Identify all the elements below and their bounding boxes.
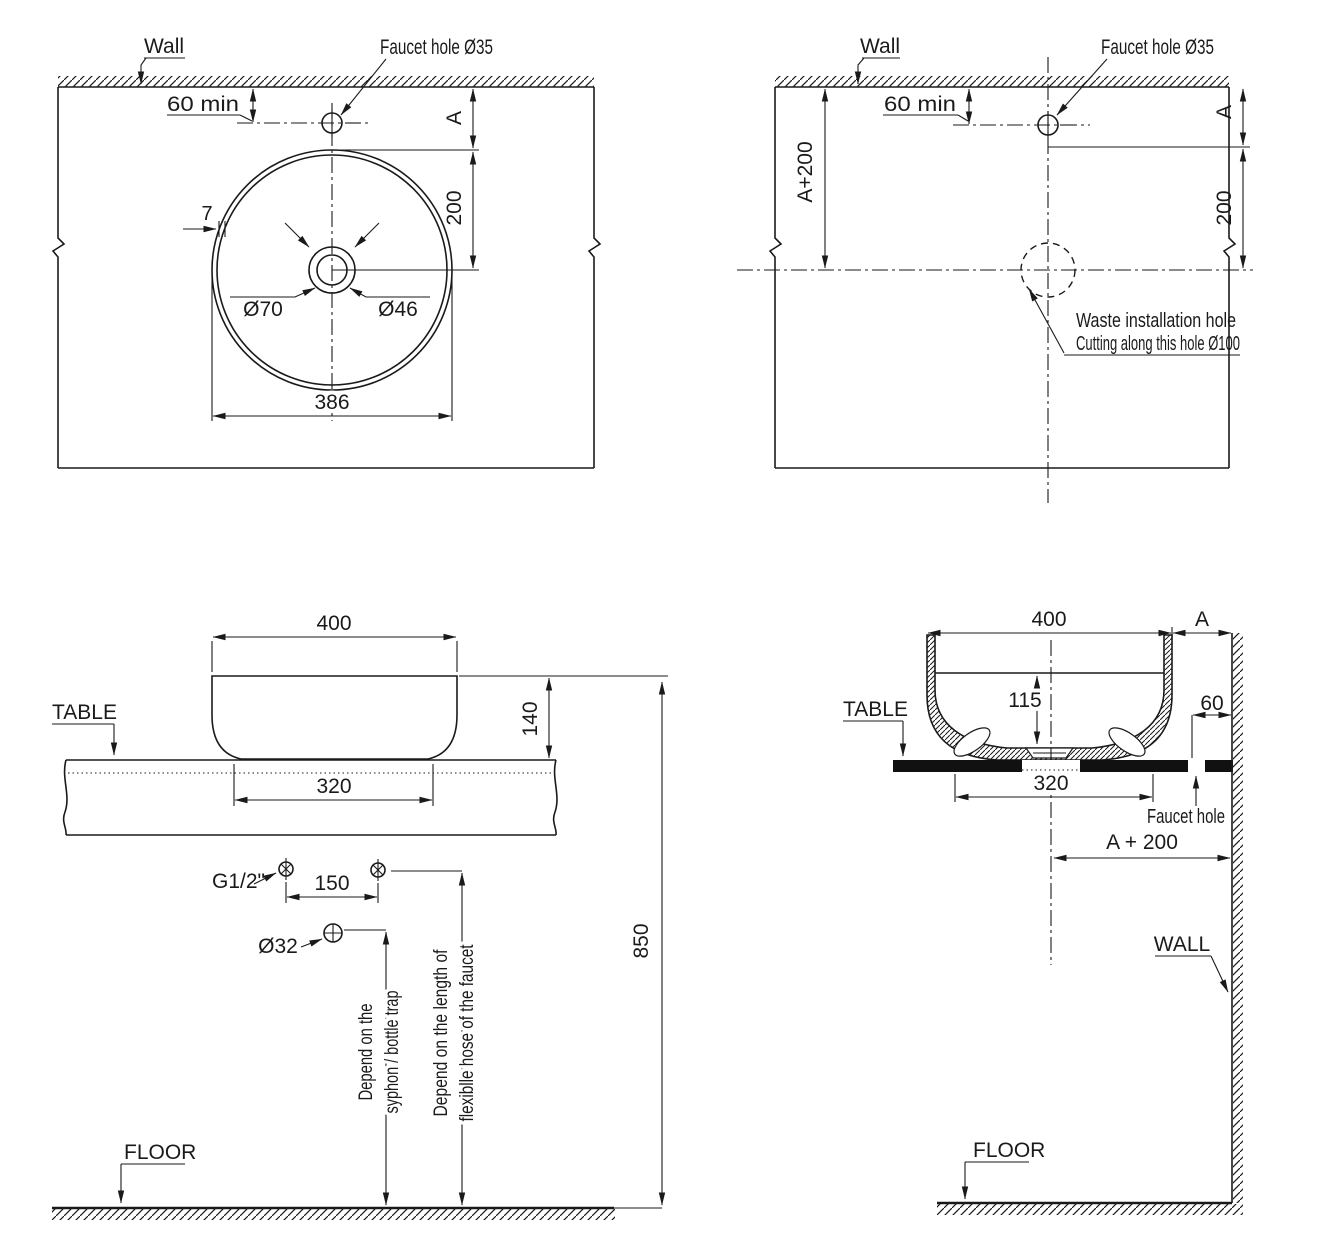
foot-recess-left xyxy=(953,727,991,757)
waste-installation-hole xyxy=(1020,242,1076,298)
mount-height-dim: 850 xyxy=(630,923,653,958)
supply-valve-left xyxy=(278,858,294,880)
sink-height-dim: 140 xyxy=(519,701,542,736)
bowl-depth-dim: 115 xyxy=(1008,689,1041,712)
drain-outer xyxy=(308,246,356,294)
foot-recess-right xyxy=(1108,727,1146,757)
wall-hatch xyxy=(775,76,1229,87)
faucet-hole-label: Faucet hole xyxy=(1147,806,1225,828)
dim-a-plus-200: A + 200 xyxy=(1106,831,1178,854)
counter-right-edge xyxy=(1222,87,1237,468)
supply-valve-right xyxy=(370,859,386,881)
clearance-dim: 60 min xyxy=(167,93,239,116)
table-break-right xyxy=(552,759,558,836)
dim-a: A xyxy=(1195,608,1209,631)
front-elevation: 400 140 TABLE 320 xyxy=(52,612,668,1220)
supply-spacing-dim: 150 xyxy=(314,872,349,895)
waste-hole-gap xyxy=(1022,760,1080,772)
sink-body xyxy=(211,675,458,760)
table-break-left xyxy=(62,759,68,836)
wall-label: Wall xyxy=(860,35,900,58)
hose-note-line2: flexiblle hose of the faucet xyxy=(457,944,478,1122)
faucet-hole-label: Faucet hole Ø35 xyxy=(380,36,493,59)
counter-right-edge xyxy=(587,87,602,468)
counter-left-edge xyxy=(768,87,783,468)
drain-outer-dim: Ø70 xyxy=(243,298,283,321)
waste-note-line1: Waste installation hole xyxy=(1076,310,1236,332)
syphon-note-line2: syphon / bottle trap xyxy=(382,991,403,1114)
base-width-dim: 320 xyxy=(1033,772,1068,795)
wall-label: Wall xyxy=(144,35,184,58)
hose-note-line1: Depend on the length of xyxy=(431,949,452,1117)
plan-view-cutout: Wall 60 min Faucet hole Ø35 A+200 A 200 … xyxy=(737,35,1253,503)
table-label: TABLE xyxy=(52,701,117,724)
floor-label: FLOOR xyxy=(973,1139,1045,1162)
wall-hatch xyxy=(1233,633,1243,1203)
floor-hatch xyxy=(937,1204,1243,1215)
section-view: 400 A 115 TABLE 60 320 Faucet hole xyxy=(843,608,1243,1215)
syphon-note-line1: Depend on the xyxy=(356,1004,377,1101)
dim-200: 200 xyxy=(1213,190,1236,225)
rim-thickness-dim: 7 xyxy=(201,203,212,225)
counter-left-edge xyxy=(51,87,66,468)
drain-inner xyxy=(316,254,348,286)
top-width-dim: 400 xyxy=(316,612,351,635)
wall-hatch xyxy=(58,76,594,87)
basin-width-dim: 386 xyxy=(314,391,349,414)
table-label: TABLE xyxy=(843,698,908,721)
drain-dia-label: Ø32 xyxy=(258,935,298,958)
dim-200: 200 xyxy=(443,190,466,225)
top-width-dim: 400 xyxy=(1031,608,1066,631)
drain-inner-dim: Ø46 xyxy=(378,298,418,321)
faucet-hole-label: Faucet hole Ø35 xyxy=(1101,36,1214,59)
floor-hatch xyxy=(52,1209,615,1220)
faucet-offset-dim: 60 xyxy=(1200,692,1223,715)
floor-label: FLOOR xyxy=(124,1141,196,1164)
supply-thread-label: G1/2" xyxy=(212,870,265,893)
faucet-hole-gap xyxy=(1188,760,1205,772)
dim-a: A xyxy=(443,111,466,125)
wall-label: WALL xyxy=(1154,933,1210,956)
waste-note-line2: Cutting along this hole Ø100 xyxy=(1076,333,1240,355)
base-width-dim: 320 xyxy=(316,775,351,798)
dim-a-plus-200: A+200 xyxy=(794,141,817,202)
plan-view-countertop: Wall 60 min Faucet hole Ø35 A 200 Ø70 xyxy=(51,35,602,469)
dim-a: A xyxy=(1213,105,1236,119)
clearance-dim: 60 min xyxy=(884,93,956,116)
